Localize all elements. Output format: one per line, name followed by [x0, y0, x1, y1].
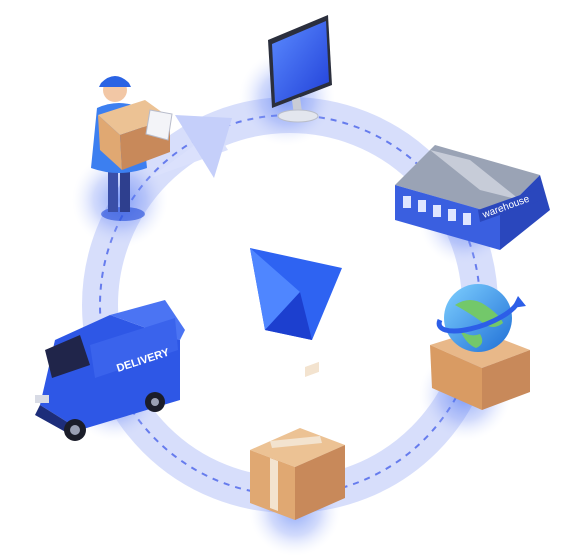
warehouse-building-icon: warehouse — [395, 145, 550, 250]
courier-with-box-icon — [91, 76, 173, 221]
delivery-van-icon: DELIVERY — [35, 300, 185, 441]
cycle-arrow-icon — [150, 115, 232, 178]
cardboard-box-icon — [250, 361, 345, 520]
computer-monitor-icon — [268, 15, 332, 123]
globe-in-box-icon — [430, 284, 530, 410]
play-logo-icon — [250, 248, 342, 340]
